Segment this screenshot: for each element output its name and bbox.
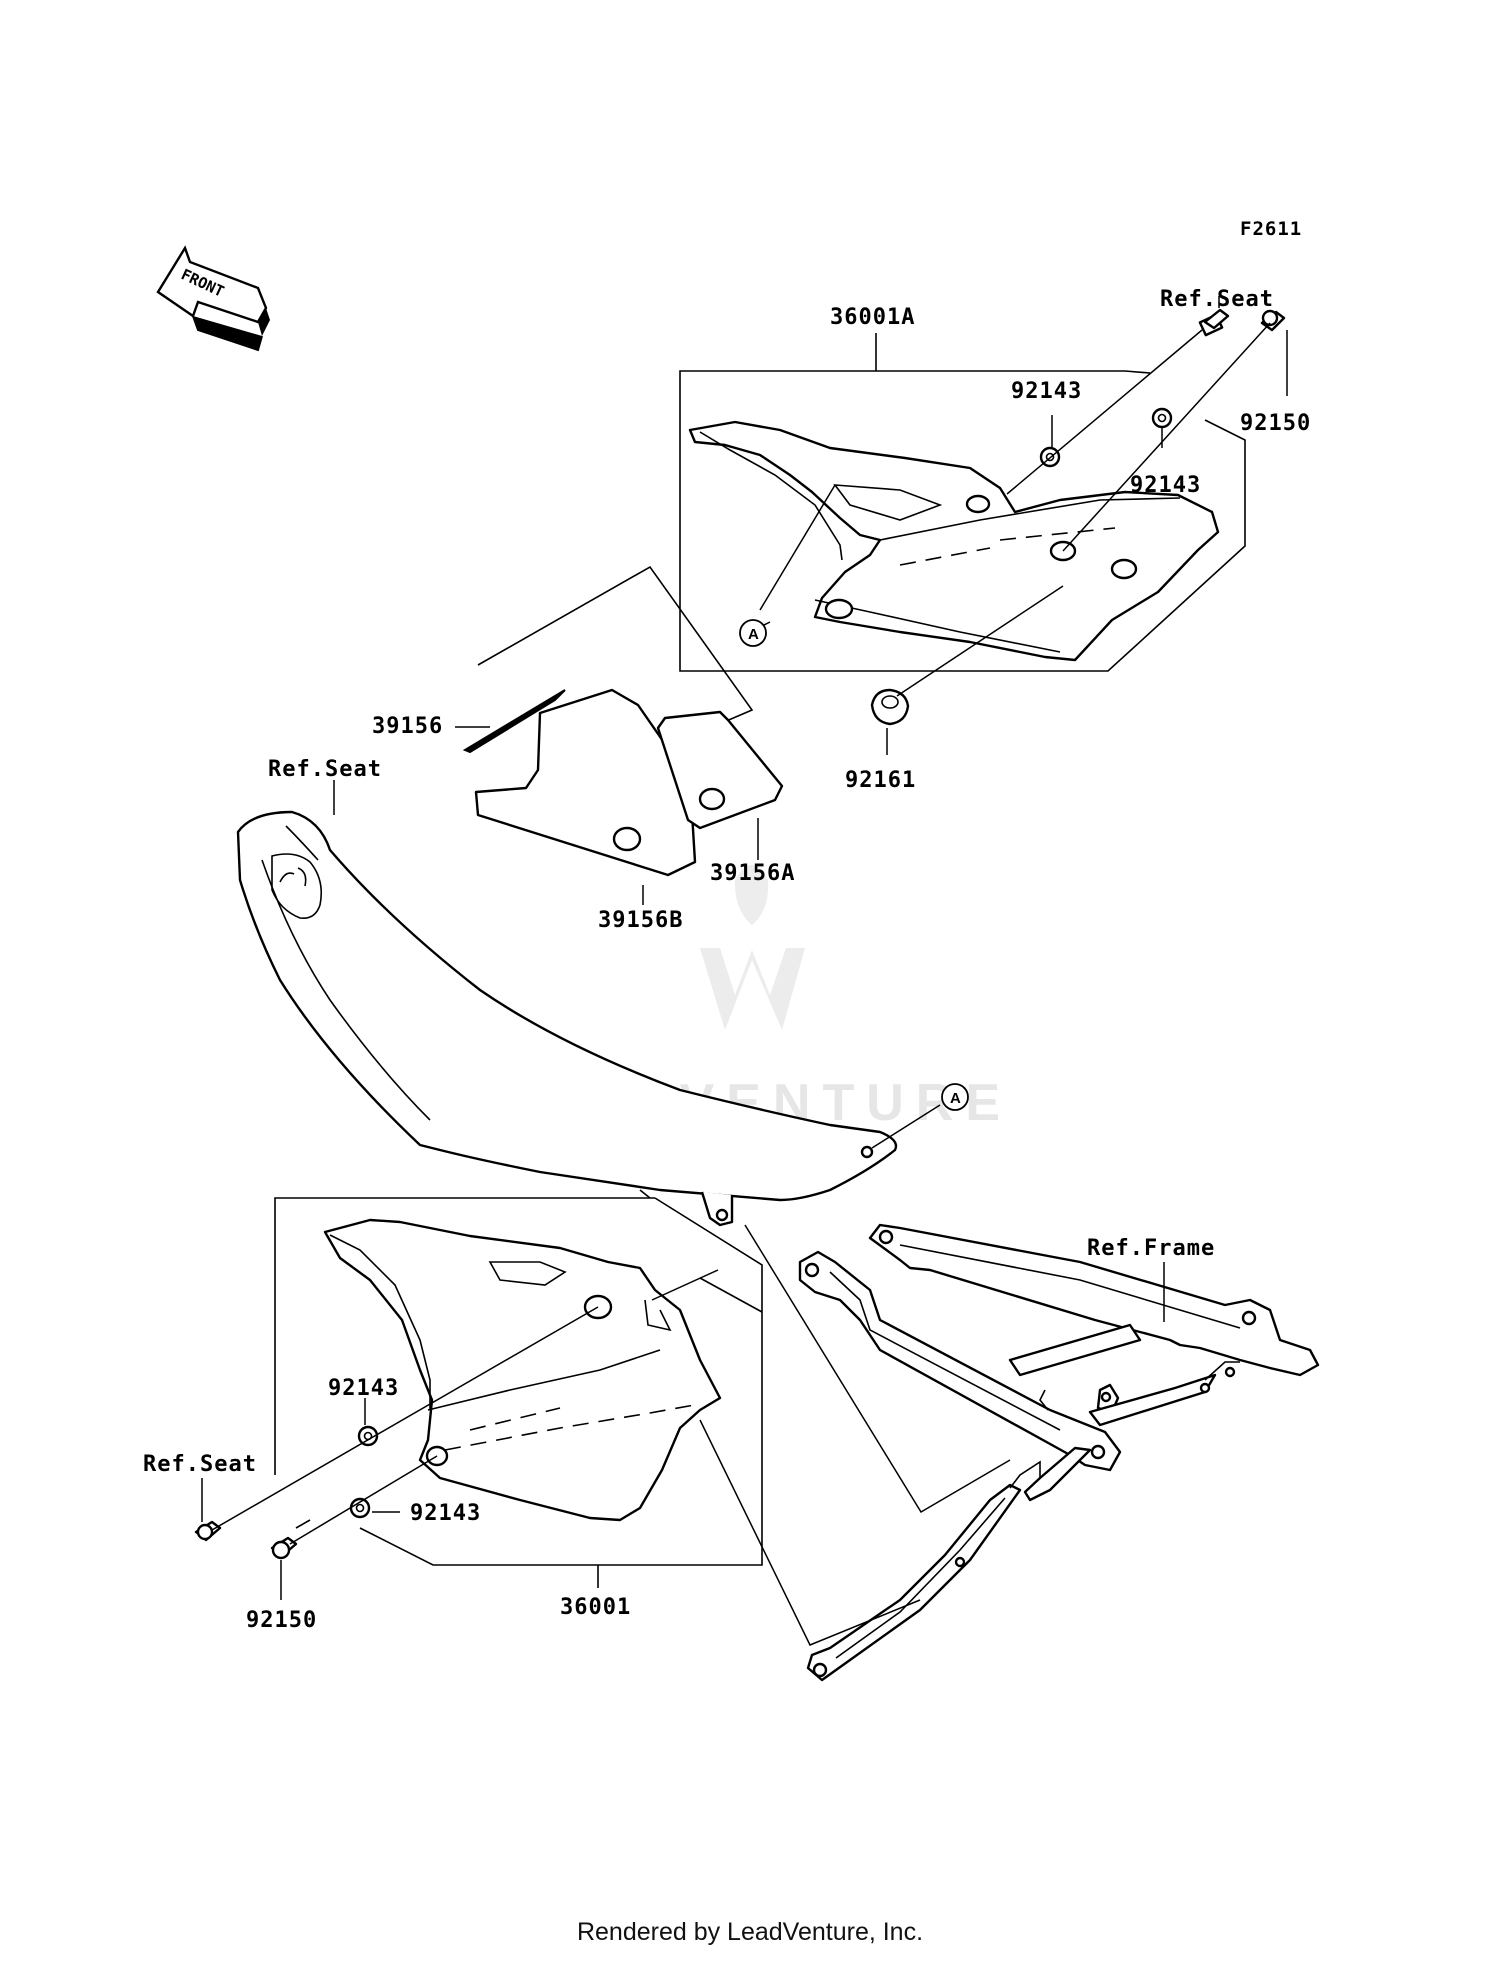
label-92150-top: 92150 xyxy=(1240,411,1311,436)
label-92161: 92161 xyxy=(845,768,916,793)
decal-39156 xyxy=(462,689,566,754)
label-92150-lower: 92150 xyxy=(246,1608,317,1633)
label-39156: 39156 xyxy=(372,714,443,739)
label-ref-seat-mid: Ref.Seat xyxy=(268,757,382,782)
callout-a-upper: A xyxy=(739,619,767,647)
label-39156B: 39156B xyxy=(598,908,683,933)
label-39156A: 39156A xyxy=(710,861,795,886)
label-92143-lower-top: 92143 xyxy=(328,1376,399,1401)
footer-credit: Rendered by LeadVenture, Inc. xyxy=(576,1918,924,1946)
callout-a-seat: A xyxy=(941,1083,969,1111)
decal-39156A xyxy=(656,710,784,830)
lower-group-bracket xyxy=(274,1197,763,1588)
svg-text:A: A xyxy=(950,1090,961,1107)
upper-group-bracket xyxy=(679,333,1246,672)
bolt-92150-lower xyxy=(270,1536,298,1560)
subframe-ref xyxy=(798,1223,1320,1682)
side-cover-left xyxy=(323,1218,722,1522)
label-92143-top-left: 92143 xyxy=(1011,379,1082,404)
washer-92143-top-right xyxy=(1151,407,1173,429)
front-arrow-icon: FRONT xyxy=(156,245,270,352)
label-ref-seat-top: Ref.Seat xyxy=(1160,287,1274,312)
label-ref-frame: Ref.Frame xyxy=(1087,1236,1215,1261)
label-36001: 36001 xyxy=(560,1595,631,1620)
bolt-ref-seat-top xyxy=(1198,308,1230,337)
label-92143-lower-bottom: 92143 xyxy=(410,1501,481,1526)
side-cover-right xyxy=(688,420,1220,662)
svg-text:A: A xyxy=(748,626,759,643)
decals-bracket xyxy=(477,565,754,729)
figure-id: F2611 xyxy=(1240,218,1302,240)
label-92143-top-right: 92143 xyxy=(1130,473,1201,498)
label-36001A: 36001A xyxy=(830,305,915,330)
bolt-ref-seat-lower xyxy=(194,1520,222,1542)
seat-ref xyxy=(236,810,898,1227)
label-ref-seat-bottom: Ref.Seat xyxy=(143,1452,257,1477)
grommet-92161 xyxy=(870,688,910,726)
decal-39156B xyxy=(474,688,697,877)
